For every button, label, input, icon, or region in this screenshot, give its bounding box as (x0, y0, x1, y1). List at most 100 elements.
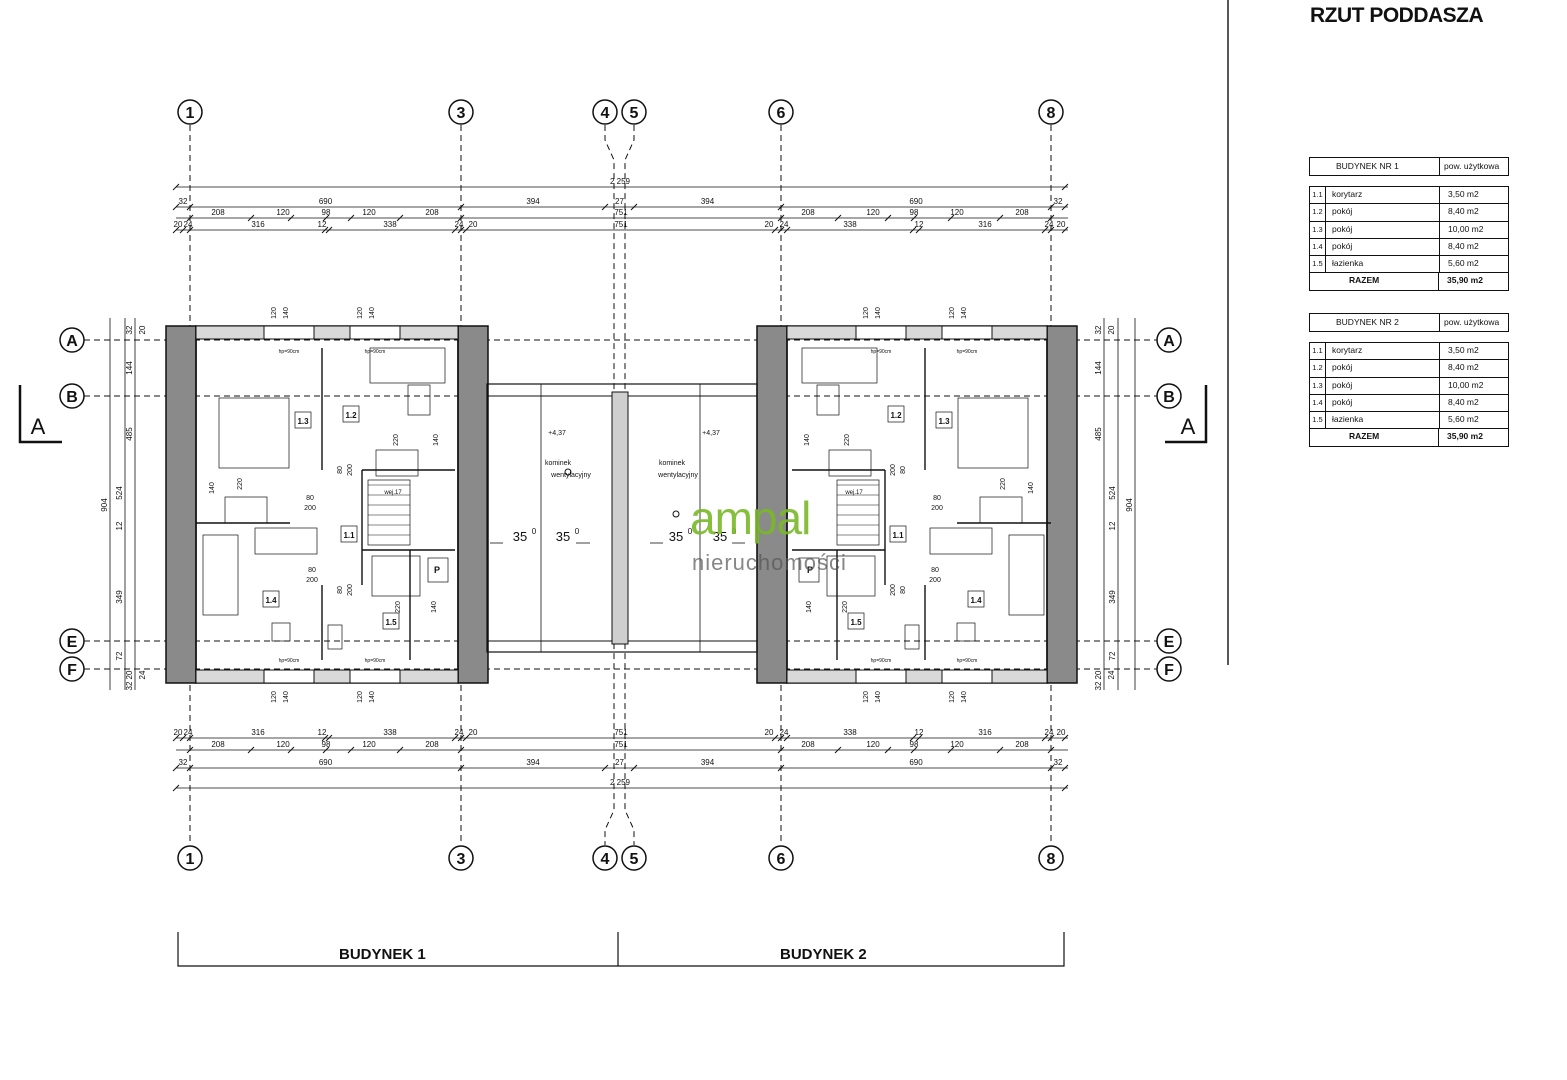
dim-tick (172, 183, 180, 191)
room-area: 3,50 m2 (1448, 345, 1479, 355)
door-dim: 200 (890, 584, 897, 596)
dim-tick (172, 764, 180, 772)
dim-tick (1047, 203, 1055, 211)
room-number: 1.5 (1310, 412, 1326, 429)
axis-bubble (59, 656, 85, 682)
dim-tick (601, 764, 609, 772)
room-name: pokój (1326, 238, 1440, 256)
room-tag (967, 590, 985, 608)
axis-label: 5 (630, 105, 639, 122)
dim-value: 24 (138, 670, 147, 679)
dim-value: 24 (184, 728, 193, 737)
dim-value: 751 (614, 220, 628, 229)
desk (956, 622, 976, 642)
wardrobe (375, 449, 419, 477)
dim-tick (996, 746, 1004, 754)
dim-value: 394 (701, 197, 715, 206)
dim-value: 24 (184, 220, 193, 229)
axis-label: E (1164, 634, 1175, 651)
dim-tick (321, 734, 329, 742)
table-area-heading: pow. użytkowa (1444, 161, 1500, 171)
window-dim: 120 (863, 307, 870, 319)
dim-tick (186, 214, 194, 222)
dim-value: 338 (383, 220, 397, 229)
dim-tick (179, 734, 187, 742)
axis-label: 4 (601, 105, 610, 122)
dim-tick (777, 226, 785, 234)
door-dim: 80 (308, 567, 316, 574)
desk (271, 622, 291, 642)
dim-tick (186, 746, 194, 754)
window (941, 669, 993, 684)
room-number: 1.3 (297, 417, 309, 426)
window (263, 325, 315, 340)
room-tag (889, 525, 907, 543)
axis-label: A (66, 333, 78, 350)
room-area: 5,60 m2 (1448, 258, 1479, 269)
axis-bubble (59, 628, 85, 654)
dim-tick (287, 746, 295, 754)
dim-value: 120 (866, 740, 880, 749)
dim-tick (1047, 734, 1055, 742)
gable-wall (457, 325, 489, 684)
room-number: 1.2 (1310, 204, 1326, 221)
dim-tick (457, 764, 465, 772)
dim-value: 208 (425, 208, 439, 217)
dim-tick (909, 226, 917, 234)
dim-value: 20 (1107, 325, 1116, 334)
dim-value: 32 (1054, 758, 1063, 767)
stair-text: wej.17 (383, 490, 402, 496)
dim-value: 24 (1045, 728, 1054, 737)
room-number: 1.4 (1310, 238, 1326, 256)
dim-tick (247, 746, 255, 754)
dim-tick (322, 746, 330, 754)
room-number: 1.5 (1310, 256, 1326, 273)
door-dim: 80 (900, 586, 907, 594)
dim-tick (915, 734, 923, 742)
stair-box (427, 557, 449, 583)
door-dim: 140 (804, 434, 811, 446)
dim-value: 24 (1045, 220, 1054, 229)
window-dim: 120 (949, 307, 956, 319)
dim-tick (777, 746, 785, 754)
dim-value: 12 (318, 220, 327, 229)
dim-tick (396, 746, 404, 754)
shower (371, 555, 421, 597)
dim-value: 338 (843, 220, 857, 229)
dim-tick (186, 734, 194, 742)
door-dim: 80 (931, 567, 939, 574)
window-dim: 120 (271, 307, 278, 319)
dim-value: 20 (138, 325, 147, 334)
axis-bubble (177, 99, 203, 125)
axis-label: 3 (457, 851, 466, 868)
axis-bubble (1038, 99, 1064, 125)
gable-wall (165, 325, 197, 684)
axis-bubble (592, 845, 618, 871)
dim-value: 20 (174, 220, 183, 229)
window-dim: 120 (949, 691, 956, 703)
axis-label: B (66, 389, 78, 406)
wardrobe (224, 496, 268, 524)
dim-value: 32 (125, 681, 134, 690)
dim-value: 120 (362, 740, 376, 749)
dim-value: 338 (843, 728, 857, 737)
window-dim: 120 (357, 691, 364, 703)
axis-label: 8 (1047, 105, 1056, 122)
dim-value: 20 (1057, 220, 1066, 229)
dim-tick (783, 734, 791, 742)
eave-wall (195, 669, 459, 684)
stairs (367, 479, 411, 546)
dim-value: 485 (125, 427, 134, 441)
door-dim: 80 (933, 495, 941, 502)
room-number: 1.1 (343, 531, 355, 540)
axis-label: B (1163, 389, 1175, 406)
dim-value: 208 (211, 208, 225, 217)
dim-value: 72 (115, 651, 124, 660)
stairs (836, 479, 880, 546)
